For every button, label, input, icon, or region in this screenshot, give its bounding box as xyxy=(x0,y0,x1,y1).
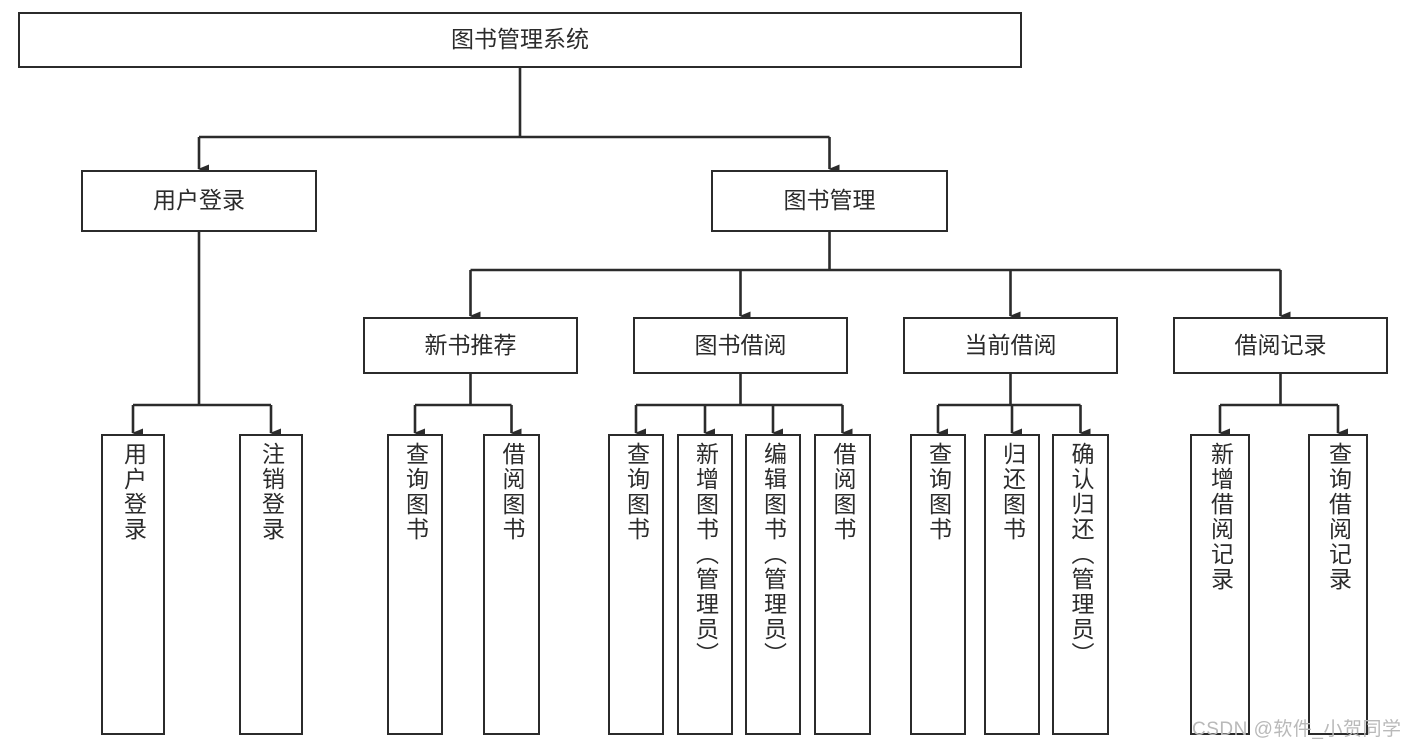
node-label-leaf-edit-book: 编辑图书（管理员） xyxy=(760,442,787,667)
node-label-book-borrow: 图书借阅 xyxy=(694,331,787,358)
node-label-root: 图书管理系统 xyxy=(451,26,589,53)
node-label-borrow-record: 借阅记录 xyxy=(1234,331,1327,358)
node-new-book-recommend[interactable]: 新书推荐 xyxy=(363,317,578,374)
node-label-leaf-query-book-1: 查询图书 xyxy=(402,442,429,542)
node-root[interactable]: 图书管理系统 xyxy=(18,12,1022,68)
node-leaf-borrow-book-1[interactable]: 借阅图书 xyxy=(483,434,540,735)
node-leaf-user-login[interactable]: 用户登录 xyxy=(101,434,165,735)
csdn-watermark: CSDN @软件_小贺同学 xyxy=(1192,719,1402,740)
node-leaf-confirm-return[interactable]: 确认归还（管理员） xyxy=(1052,434,1109,735)
node-label-leaf-logout: 注销登录 xyxy=(258,442,285,542)
node-leaf-query-book-3[interactable]: 查询图书 xyxy=(910,434,966,735)
node-label-user-login: 用户登录 xyxy=(153,187,245,214)
node-label-leaf-query-book-2: 查询图书 xyxy=(623,442,650,542)
node-label-leaf-query-record: 查询借阅记录 xyxy=(1325,442,1352,592)
node-label-leaf-borrow-book-2: 借阅图书 xyxy=(830,442,856,542)
node-label-book-manage: 图书管理 xyxy=(783,187,876,214)
node-leaf-query-book-2[interactable]: 查询图书 xyxy=(608,434,664,735)
node-user-login[interactable]: 用户登录 xyxy=(81,170,317,232)
node-label-leaf-return-book: 归还图书 xyxy=(999,442,1026,542)
node-leaf-borrow-book-2[interactable]: 借阅图书 xyxy=(814,434,871,735)
node-book-manage[interactable]: 图书管理 xyxy=(711,170,948,232)
node-book-borrow[interactable]: 图书借阅 xyxy=(633,317,848,374)
node-current-borrow[interactable]: 当前借阅 xyxy=(903,317,1118,374)
node-leaf-query-record[interactable]: 查询借阅记录 xyxy=(1308,434,1368,735)
node-label-leaf-user-login: 用户登录 xyxy=(120,442,147,542)
node-leaf-query-book-1[interactable]: 查询图书 xyxy=(387,434,443,735)
node-label-current-borrow: 当前借阅 xyxy=(964,331,1057,358)
node-label-leaf-add-record: 新增借阅记录 xyxy=(1207,442,1234,592)
node-borrow-record[interactable]: 借阅记录 xyxy=(1173,317,1388,374)
node-leaf-add-book[interactable]: 新增图书（管理员） xyxy=(677,434,733,735)
node-label-leaf-query-book-3: 查询图书 xyxy=(925,442,952,542)
node-label-leaf-add-book: 新增图书（管理员） xyxy=(692,442,719,667)
node-label-leaf-borrow-book-1: 借阅图书 xyxy=(499,442,525,542)
node-leaf-add-record[interactable]: 新增借阅记录 xyxy=(1190,434,1250,735)
node-leaf-logout[interactable]: 注销登录 xyxy=(239,434,303,735)
node-leaf-edit-book[interactable]: 编辑图书（管理员） xyxy=(745,434,801,735)
node-label-leaf-confirm-return: 确认归还（管理员） xyxy=(1068,442,1094,667)
node-label-new-book-recommend: 新书推荐 xyxy=(424,331,517,358)
node-leaf-return-book[interactable]: 归还图书 xyxy=(984,434,1040,735)
